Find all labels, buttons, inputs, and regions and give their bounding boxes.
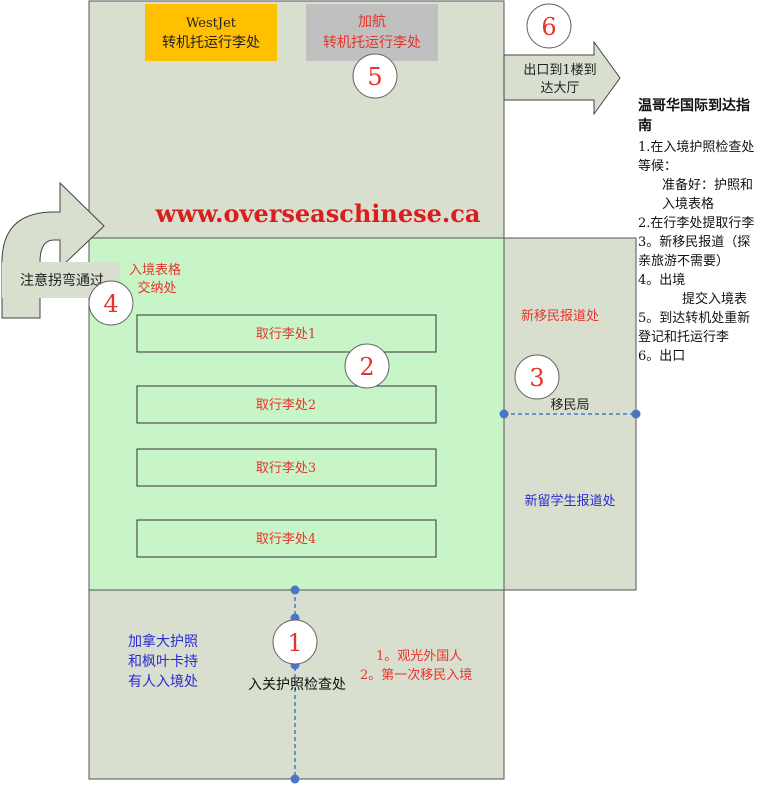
guide-line: 6。出口: [638, 349, 686, 364]
baggage-label-2: 取行李处2: [256, 398, 316, 413]
website-url: www.overseaschinese.ca: [155, 199, 481, 228]
passport-dot-bottom: [290, 774, 300, 784]
exit-arrow: [503, 40, 621, 116]
svg-text:5: 5: [367, 63, 382, 91]
passport-check-label: 入关护照检查处: [248, 677, 346, 693]
guide-line: 准备好：护照和入境表格: [662, 178, 754, 212]
aircanada-transfer-box: [306, 4, 438, 61]
westjet-transfer-box: [145, 4, 277, 61]
passport-dot-top: [290, 585, 300, 595]
guide-line: 3。新移民报道（探亲旅游不需要）: [638, 235, 751, 269]
arrival-form-line2: 交纳处: [137, 280, 176, 296]
guide-line: 2.在行李处提取行李: [638, 216, 755, 231]
marker-6: 6: [526, 3, 572, 49]
svg-text:1: 1: [287, 629, 302, 657]
aircanada-transfer-label: 转机托运行李处: [323, 35, 421, 51]
new-student-label: 新留学生报道处: [524, 493, 615, 509]
svg-text:2: 2: [359, 353, 374, 381]
new-immigrant-label: 新移民报道处: [521, 308, 599, 324]
canadian-holders-line1: 加拿大护照: [128, 633, 198, 650]
visitor-type-line1: 1。观光外国人: [376, 649, 462, 664]
baggage-belt-1: [136, 314, 437, 353]
svg-text:4: 4: [103, 290, 118, 318]
canadian-holders-line3: 有人入境处: [128, 674, 198, 690]
exit-label-line2: 达大厅: [540, 81, 579, 96]
baggage-label-4: 取行李处4: [256, 532, 316, 547]
westjet-name: WestJet: [186, 16, 237, 31]
guide-title: 温哥华国际到达指南: [638, 98, 750, 134]
marker-5: 5: [352, 53, 398, 99]
marker-3: 3: [514, 354, 560, 400]
guide-line: 4。出境: [638, 273, 686, 288]
guide-line: 1.在入境护照检查处等候：: [638, 140, 755, 174]
marker-4: 4: [88, 280, 134, 326]
immigration-office-label: 移民局: [550, 398, 589, 413]
exit-label-line1: 出口到1楼到: [523, 63, 596, 78]
marker-1: 1: [272, 619, 318, 665]
guide-line: 5。到达转机处重新登记和托运行李: [638, 311, 751, 345]
baggage-label-3: 取行李处3: [256, 461, 316, 476]
arrival-guide: 温哥华国际到达指南 1.在入境护照检查处等候： 准备好：护照和入境表格 2.在行…: [638, 96, 762, 366]
svg-text:3: 3: [529, 364, 544, 392]
svg-text:6: 6: [541, 13, 556, 41]
visitor-type-line2: 2。第一次移民入境: [360, 667, 472, 683]
arrival-form-line1: 入境表格: [129, 262, 181, 278]
westjet-transfer-label: 转机托运行李处: [162, 35, 260, 51]
baggage-label-1: 取行李处1: [256, 327, 316, 342]
canadian-holders-line2: 和枫叶卡持: [128, 654, 198, 670]
baggage-belt-2: [136, 385, 437, 424]
baggage-belt-4: [136, 519, 437, 558]
baggage-belt-3: [136, 448, 437, 487]
turn-label: 注意拐弯通过: [20, 272, 104, 289]
immigration-dot-left: [499, 409, 509, 419]
aircanada-name: 加航: [358, 14, 386, 30]
guide-line: 提交入境表: [682, 292, 748, 307]
immigration-dot-right: [631, 409, 641, 419]
marker-2: 2: [344, 343, 390, 389]
